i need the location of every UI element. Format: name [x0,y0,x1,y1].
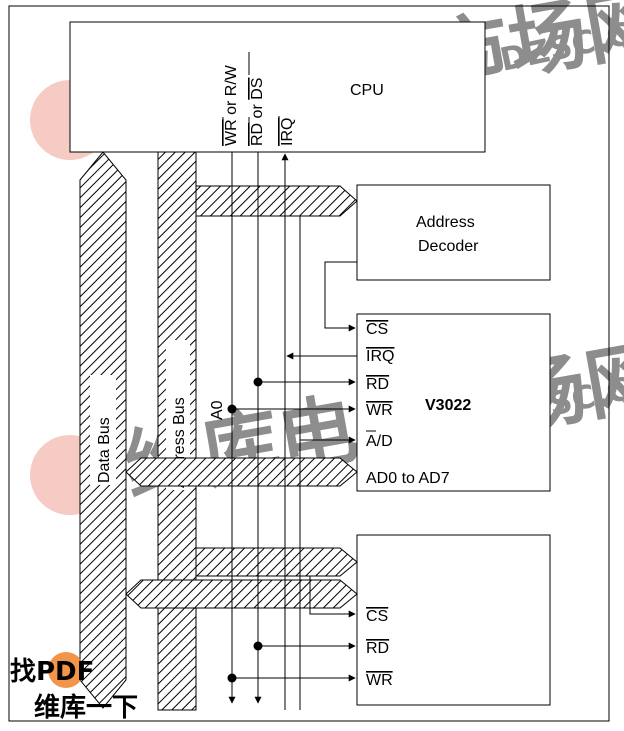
cpu-pin-rd-ds: RD or DS [249,78,266,146]
cpu-pin-irq: IRQ [279,118,296,146]
cpu-block [69,21,486,153]
lower-pin-labels: CS RD WR [366,608,393,689]
pdf-logo: 找PDF 维库一下 [10,652,138,723]
pdf-logo-icon [48,652,84,688]
v3022-pin-irq: IRQ [366,348,394,365]
lower-wr-junction [227,673,237,683]
v3022-pin-rd: RD [366,376,389,393]
ad-bus [125,457,358,487]
wr-junction [227,404,237,414]
decoder-cs-line [324,261,357,332]
outer-frame [8,5,610,722]
v3022-block [356,313,551,492]
cpu-pin-ds: DS [249,78,266,100]
v3022-pin-labels: CS IRQ RD WR A/D AD0 to AD7 [366,321,450,487]
cpu-pin-or-2: or [249,100,266,123]
data-bus-label-bg [90,375,116,485]
address-decoder-label-1: Address [416,214,475,231]
rd-junction [253,377,263,387]
cpu-pin-wr-rw: WR or R/W [223,64,240,146]
address-decoder-label-2: Decoder [418,238,479,255]
lower-device-block [356,534,551,706]
v3022-pin-ad-bus: AD0 to AD7 [366,470,450,487]
v3022-label: V3022 [425,397,471,414]
a0-label: A0 [209,400,226,420]
lower-cs-line [309,576,356,618]
pdf-logo-text: 找PDF [10,657,94,687]
lower-pin-cs: CS [366,608,388,625]
cpu-pin-labels: WR or R/W RD or DS IRQ [223,64,296,146]
cpu-pin-wr: WR [223,119,240,146]
lower-pin-rd: RD [366,640,389,657]
lower-pin-wr: WR [366,672,393,689]
v3022-pin-cs: CS [366,321,388,338]
v3022-pin-wr: WR [366,402,393,419]
lower-rd-junction [253,641,263,651]
cpu-pin-rd: RD [249,123,266,146]
data-bus-label: Data Bus [96,417,113,483]
v3022-pin-ad: A/D [366,433,393,450]
cpu-pin-rw: R/W [223,64,240,96]
data-bus-branch-lower [125,579,358,609]
address-bus-branch-decoder [195,185,358,217]
cpu-label: CPU [350,82,384,99]
cpu-pin-or-1: or [223,96,240,119]
address-bus-branch-lower [195,547,358,577]
address-decoder-block [356,184,551,281]
cpu-pin-irq-text: IRQ [279,118,296,146]
pdf-logo-text-2: 维库一下 [34,692,138,723]
